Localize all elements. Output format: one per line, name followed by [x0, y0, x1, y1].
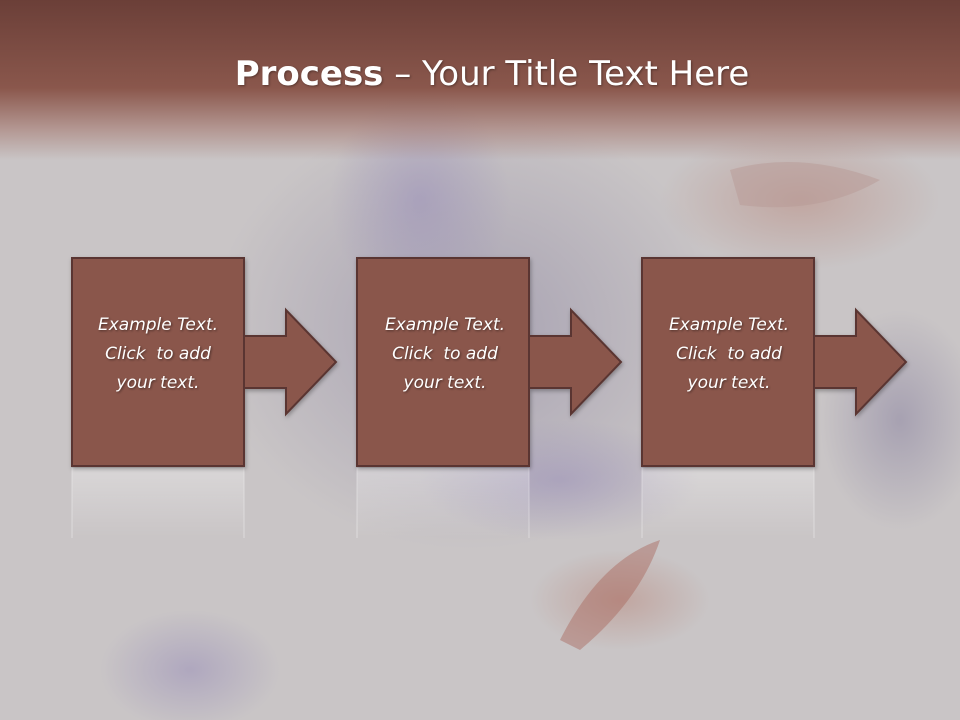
step-3-box — [641, 257, 815, 467]
step-3-line-1: Example Text. — [668, 315, 790, 335]
title-bar — [0, 0, 960, 160]
title-rest: – Your Title Text Here — [383, 54, 750, 94]
slide-title[interactable]: Process – Your Title Text Here — [0, 52, 960, 96]
step-3-arrow — [811, 307, 908, 417]
step-2-text[interactable]: Example Text. Click to add your text. — [358, 311, 532, 398]
step-1-arrow — [241, 307, 338, 417]
step-2-arrow — [526, 307, 623, 417]
step-3-line-2: Click to add — [676, 344, 782, 364]
step-2-line-2: Click to add — [392, 344, 498, 364]
step-1-box — [71, 257, 245, 467]
step-2-line-3: your text. — [403, 373, 487, 393]
step-3-line-3: your text. — [687, 373, 771, 393]
process-step-1[interactable] — [71, 257, 338, 467]
process-step-2[interactable] — [356, 257, 623, 467]
title-bold: Process — [234, 54, 384, 94]
step-1-line-3: your text. — [116, 373, 200, 393]
step-2-line-1: Example Text. — [384, 315, 506, 335]
process-step-3[interactable] — [641, 257, 908, 467]
step-3-text[interactable]: Example Text. Click to add your text. — [642, 311, 816, 398]
step-2-box — [356, 257, 530, 467]
step-1-line-1: Example Text. — [97, 315, 219, 335]
reflections — [71, 468, 815, 538]
step-1-line-2: Click to add — [105, 344, 211, 364]
step-1-text[interactable]: Example Text. Click to add your text. — [71, 311, 245, 398]
